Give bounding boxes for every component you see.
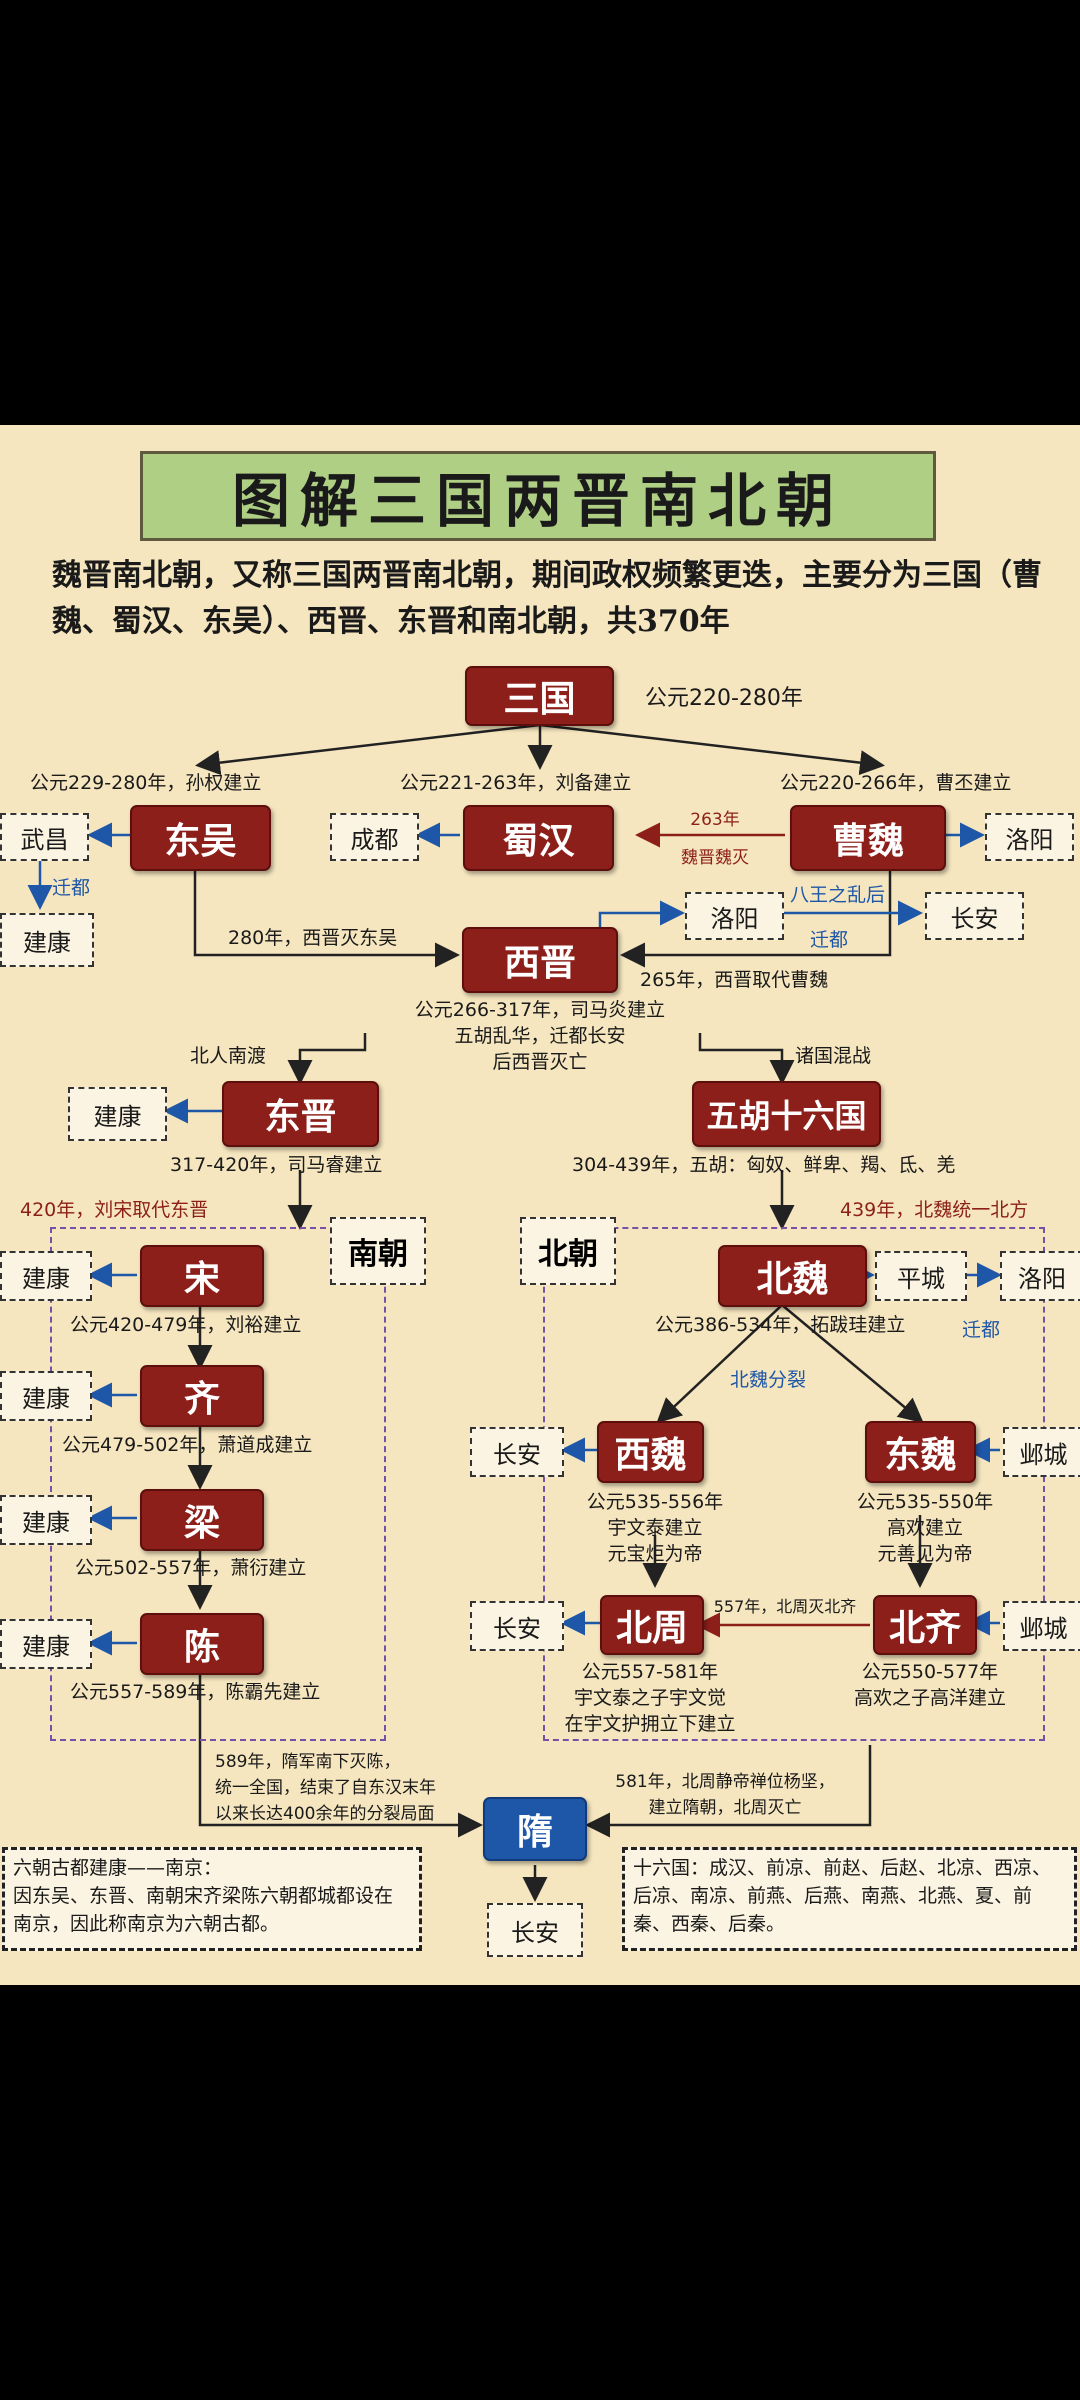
north-dynasties-region (543, 1227, 1045, 1741)
label-qiandu-beiwei: 迁都 (962, 1319, 1001, 1341)
capital-changan-beizhou: 长安 (470, 1601, 564, 1651)
label-wu-date: 公元229-280年，孙权建立 (30, 772, 262, 794)
north-region-label: 北朝 (520, 1217, 616, 1285)
capital-jiankang-wu: 建康 (0, 913, 94, 967)
state-qi: 齐 (140, 1365, 264, 1427)
state-dongwei: 东魏 (865, 1421, 976, 1483)
label-sui-north-2: 建立隋朝，北周灭亡 (648, 1798, 802, 1818)
capital-luoyang-beiwei: 洛阳 (1000, 1251, 1080, 1301)
label-chen-date: 公元557-589年，陈霸先建立 (70, 1681, 321, 1703)
label-beiqi-2: 高欢之子高洋建立 (853, 1687, 1006, 1709)
state-xijin: 西晋 (462, 927, 618, 993)
label-sanguo-date: 公元220-280年 (645, 686, 803, 711)
label-sui-north-1: 581年，北周静帝禅位杨坚， (615, 1772, 835, 1792)
label-song-replace: 420年，刘宋取代东晋 (20, 1199, 209, 1221)
label-wu-fall: 280年，西晋灭东吴 (228, 927, 398, 949)
label-beiren: 北人南渡 (190, 1045, 267, 1067)
capital-changan-sui: 长安 (487, 1903, 583, 1957)
state-xiwei: 西魏 (597, 1421, 704, 1483)
label-beiwei-split: 北魏分裂 (730, 1369, 807, 1391)
capital-luoyang-wei: 洛阳 (985, 813, 1074, 861)
state-beiwei: 北魏 (718, 1245, 867, 1307)
label-shu-fall-2: 魏晋魏灭 (681, 848, 749, 868)
liuchao-note: 六朝古都建康——南京： 因东吴、东晋、南朝宋齐梁陈六朝都城都设在南京，因此称南京… (2, 1847, 422, 1951)
label-wuhu-date: 304-439年，五胡：匈奴、鲜卑、羯、氐、羌 (572, 1154, 956, 1176)
connector-lines (27, 723, 1002, 1902)
state-wuhu: 五胡十六国 (692, 1081, 881, 1147)
label-qiandu-jin: 迁都 (810, 929, 849, 951)
state-dongjin: 东晋 (222, 1081, 379, 1147)
label-xijin-2: 五胡乱华，迁都长安 (454, 1025, 626, 1047)
state-beizhou: 北周 (600, 1595, 704, 1655)
label-wei-date: 公元220-266年，曹丕建立 (780, 772, 1012, 794)
label-beizhou-1: 公元557-581年 (581, 1661, 719, 1683)
label-dongwei-2: 高欢建立 (886, 1517, 963, 1539)
capital-pingcheng: 平城 (875, 1251, 967, 1301)
capital-chengdu: 成都 (330, 813, 419, 861)
label-xiwei-1: 公元535-556年 (586, 1491, 724, 1513)
shiliu-note-title: 十六国： (633, 1857, 710, 1879)
label-qiandu-wu: 迁都 (52, 877, 91, 899)
capital-jiankang-song: 建康 (0, 1251, 92, 1301)
capital-changan-jin: 长安 (925, 892, 1024, 940)
capital-jiankang-liang: 建康 (0, 1495, 92, 1545)
capital-jiankang-dongjin: 建康 (68, 1087, 167, 1141)
capital-yecheng-dongwei: 邺城 (1003, 1427, 1080, 1477)
state-dongwu: 东吴 (130, 805, 271, 871)
label-shu-date: 公元221-263年，刘备建立 (400, 772, 632, 794)
capital-jiankang-qi: 建康 (0, 1371, 92, 1421)
shiliu-note-body: 成汉、前凉、前赵、后赵、北凉、西凉、后凉、南凉、前燕、后燕、南燕、北燕、夏、前秦… (633, 1857, 1052, 1935)
state-sanguo: 三国 (465, 666, 614, 726)
capital-yecheng-beiqi: 邺城 (1003, 1601, 1080, 1651)
label-shu-fall-1: 263年 (690, 810, 740, 830)
label-wei-fall: 265年，西晋取代曹魏 (640, 969, 829, 991)
label-sui-south-3: 以来长达400余年的分裂局面 (215, 1804, 435, 1824)
south-dynasties-region (50, 1227, 386, 1741)
label-sui-south-1: 589年，隋军南下灭陈， (215, 1752, 401, 1772)
state-liang: 梁 (140, 1489, 264, 1551)
poster: 图解三国两晋南北朝 魏晋南北朝，又称三国两晋南北朝，期间政权频繁更迭，主要分为三… (0, 425, 1080, 1985)
label-beizhou-3: 在宇文护拥立下建立 (564, 1713, 736, 1735)
state-chen: 陈 (140, 1613, 264, 1675)
label-beiqi-1: 公元550-577年 (861, 1661, 999, 1683)
capital-wuchang: 武昌 (0, 813, 89, 861)
south-region-label: 南朝 (330, 1217, 426, 1285)
state-caowei: 曹魏 (790, 805, 946, 871)
label-dongwei-1: 公元535-550年 (856, 1491, 994, 1513)
label-song-date: 公元420-479年，刘裕建立 (70, 1314, 302, 1336)
label-zhuguo: 诸国混战 (795, 1045, 872, 1067)
state-beiqi: 北齐 (873, 1595, 977, 1655)
label-xijin-3: 后西晋灭亡 (492, 1051, 588, 1073)
liuchao-note-title: 六朝古都建康——南京： (13, 1857, 223, 1879)
label-beiwei-date: 公元386-534年，拓跋珪建立 (655, 1314, 906, 1336)
capital-luoyang-jin: 洛阳 (685, 892, 784, 940)
label-beiwei-unify: 439年，北魏统一北方 (840, 1199, 1029, 1221)
label-sui-south-2: 统一全国，结束了自东汉末年 (215, 1778, 436, 1798)
label-bawang: 八王之乱后 (790, 884, 886, 906)
capital-jiankang-chen: 建康 (0, 1619, 92, 1669)
label-xiwei-3: 元宝炬为帝 (607, 1543, 703, 1565)
capital-changan-xiwei: 长安 (470, 1427, 564, 1477)
label-liang-date: 公元502-557年，萧衍建立 (75, 1557, 307, 1579)
label-beiqi-fall: 557年，北周灭北齐 (713, 1597, 857, 1616)
label-dongwei-3: 元善见为帝 (877, 1543, 973, 1565)
shiliu-note: 十六国：成汉、前凉、前赵、后赵、北凉、西凉、后凉、南凉、前燕、后燕、南燕、北燕、… (622, 1847, 1077, 1951)
label-dongjin-date: 317-420年，司马睿建立 (170, 1154, 383, 1176)
page-title: 图解三国两晋南北朝 (140, 451, 936, 541)
label-qi-date: 公元479-502年，萧道成建立 (62, 1434, 313, 1456)
label-xijin-1: 公元266-317年，司马炎建立 (414, 999, 666, 1021)
state-sui: 隋 (483, 1797, 587, 1861)
label-xiwei-2: 宇文泰建立 (607, 1517, 703, 1539)
intro-text: 魏晋南北朝，又称三国两晋南北朝，期间政权频繁更迭，主要分为三国（曹魏、蜀汉、东吴… (52, 558, 1042, 639)
state-shuhan: 蜀汉 (463, 805, 614, 871)
state-song: 宋 (140, 1245, 264, 1307)
label-beizhou-2: 宇文泰之子宇文觉 (573, 1687, 726, 1709)
liuchao-note-body: 因东吴、东晋、南朝宋齐梁陈六朝都城都设在南京，因此称南京为六朝古都。 (13, 1885, 394, 1935)
